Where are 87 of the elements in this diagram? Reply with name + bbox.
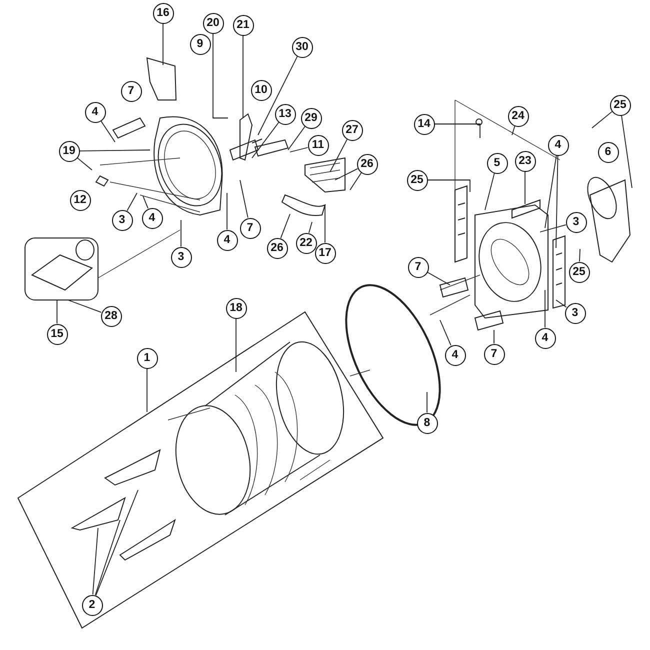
callout-number: 20 xyxy=(202,12,224,34)
leader-line xyxy=(56,300,58,324)
callout-number: 8 xyxy=(416,412,438,434)
leader-line xyxy=(556,300,567,308)
callout-number: 14 xyxy=(414,114,434,134)
leader-line xyxy=(544,154,557,228)
callout-number: 21 xyxy=(232,14,254,36)
callout-number: 25 xyxy=(568,262,590,282)
leader-line xyxy=(280,214,290,239)
callout-number: 3 xyxy=(566,212,586,232)
leader-line xyxy=(180,220,182,247)
callout-number: 4 xyxy=(444,344,466,366)
leader-line xyxy=(426,392,428,413)
callout-number: 6 xyxy=(598,142,618,162)
callout-number: 23 xyxy=(514,150,536,172)
callout-number: 4 xyxy=(534,328,556,348)
callout-number: 2 xyxy=(82,594,102,616)
leader-line xyxy=(94,520,120,596)
callout-number: 3 xyxy=(112,210,132,230)
callout-number: 26 xyxy=(266,238,288,258)
callout-number: 30 xyxy=(292,36,312,58)
callout-number: 3 xyxy=(170,246,192,268)
leader-line xyxy=(427,180,470,192)
callout-number: 29 xyxy=(300,108,322,128)
callout-number: 25 xyxy=(406,170,428,190)
leader-line xyxy=(288,126,306,150)
leader-line xyxy=(621,114,632,188)
leader-line xyxy=(240,180,248,218)
callout-number: 7 xyxy=(120,80,142,102)
leader-line xyxy=(79,150,150,152)
callout-number: 22 xyxy=(296,232,316,254)
leader-line xyxy=(524,171,526,204)
leader-line xyxy=(592,111,612,128)
leader-line xyxy=(334,168,358,180)
leader-line xyxy=(226,192,228,230)
callout-number: 26 xyxy=(356,154,378,174)
leader-line xyxy=(350,172,362,190)
leader-line xyxy=(146,368,148,412)
leader-line xyxy=(440,320,452,346)
leader-line xyxy=(426,272,450,286)
leader-line xyxy=(242,35,244,118)
callout-number: 15 xyxy=(46,324,68,344)
leader-line xyxy=(252,122,280,158)
callout-number: 25 xyxy=(610,94,630,116)
leader-line xyxy=(579,248,580,262)
callout-number: 19 xyxy=(58,140,80,162)
callout-number: 28 xyxy=(100,306,122,326)
leader-line xyxy=(290,147,308,152)
callout-number: 4 xyxy=(142,208,162,228)
leader-line xyxy=(162,23,164,66)
callout-number: 7 xyxy=(484,344,504,364)
leader-line xyxy=(212,33,228,118)
leader-line xyxy=(126,192,138,212)
callout-number: 11 xyxy=(308,134,328,156)
callout-number: 18 xyxy=(226,298,246,318)
callout-number: 10 xyxy=(250,80,272,100)
leader-line xyxy=(68,300,102,313)
callout-number: 7 xyxy=(240,218,260,238)
callout-number: 24 xyxy=(508,106,528,126)
callout-number: 4 xyxy=(216,230,238,250)
callout-number: 27 xyxy=(342,120,362,140)
leader-line xyxy=(100,120,116,142)
leader-line xyxy=(258,56,298,136)
callout-number: 12 xyxy=(70,190,90,210)
callout-number: 5 xyxy=(486,152,508,174)
leader-line xyxy=(142,196,148,209)
callout-number: 4 xyxy=(84,102,106,122)
leader-line xyxy=(76,157,92,170)
leader-line xyxy=(330,138,348,172)
leader-line xyxy=(556,155,558,248)
leader-line xyxy=(95,490,138,596)
leader-line xyxy=(324,204,326,243)
callout-number: 9 xyxy=(190,34,210,54)
callout-number: 16 xyxy=(152,2,174,24)
leader-line xyxy=(308,222,312,234)
callout-number: 3 xyxy=(564,302,586,324)
callout-number: 13 xyxy=(274,104,296,124)
leader-line xyxy=(92,528,98,595)
callout-number: 4 xyxy=(548,134,568,156)
leader-line xyxy=(512,126,516,136)
leader-line xyxy=(540,224,566,232)
callout-number: 7 xyxy=(408,256,428,278)
callout-number: 17 xyxy=(314,242,336,264)
leader-line xyxy=(434,124,480,138)
leader-line xyxy=(544,290,546,328)
callout-number: 1 xyxy=(136,348,158,368)
leader-line xyxy=(484,172,495,210)
